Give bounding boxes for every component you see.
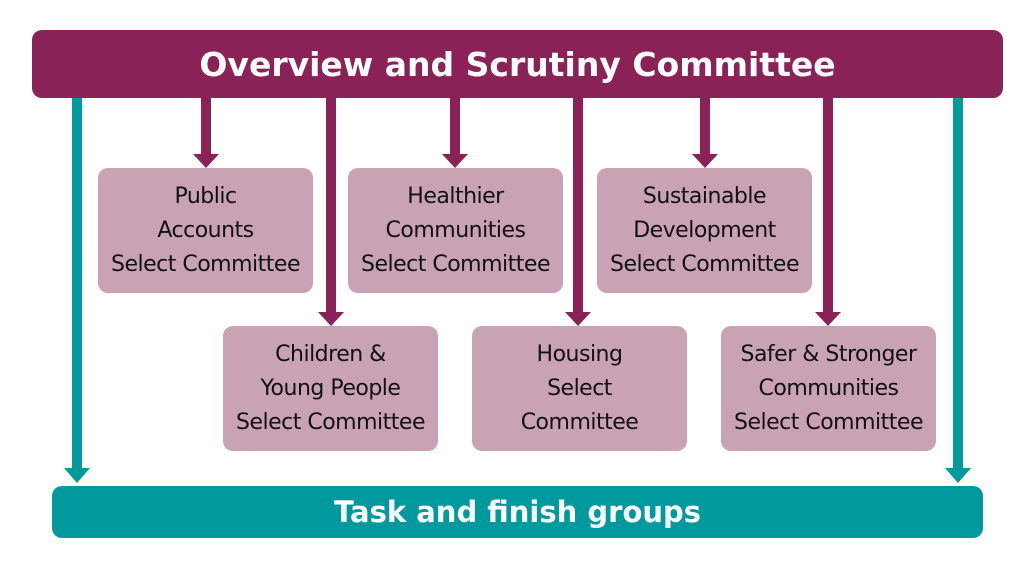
task-and-finish-groups: Task and finish groups [52, 486, 983, 538]
committee-box-sustainable-development: Sustainable Development Select Committee [597, 168, 812, 293]
purple-arrow-shaft [573, 96, 583, 314]
box-line: Select [547, 375, 612, 401]
purple-arrow-head [318, 312, 344, 326]
purple-arrow-shaft [326, 96, 336, 314]
box-line: Select Committee [111, 251, 300, 277]
purple-arrow-head [565, 312, 591, 326]
box-line: Development [633, 217, 776, 243]
box-line: Housing [536, 341, 623, 367]
box-line: Accounts [157, 217, 254, 243]
teal-arrow-right-shaft [953, 96, 963, 472]
box-line: Select Committee [361, 251, 550, 277]
purple-arrow-head [692, 154, 718, 168]
purple-arrow-head [815, 312, 841, 326]
purple-arrow-shaft [700, 96, 710, 156]
purple-arrow-head [442, 154, 468, 168]
teal-arrow-right-head [945, 468, 971, 483]
purple-arrow-head [193, 154, 219, 168]
purple-arrow-shaft [823, 96, 833, 314]
committee-box-safer-stronger-communities: Safer & Stronger Communities Select Comm… [721, 326, 936, 451]
box-line: Public [174, 183, 237, 209]
purple-arrow-shaft [201, 96, 211, 156]
box-line: Select Committee [236, 409, 425, 435]
committee-box-healthier-communities: Healthier Communities Select Committee [348, 168, 563, 293]
overview-scrutiny-committee: Overview and Scrutiny Committee [32, 30, 1003, 98]
box-line: Sustainable [642, 183, 767, 209]
committee-box-public-accounts: Public Accounts Select Committee [98, 168, 313, 293]
box-line: Communities [758, 375, 899, 401]
teal-arrow-left-head [64, 468, 90, 483]
purple-arrow-shaft [450, 96, 460, 156]
box-line: Young People [260, 375, 401, 401]
committee-box-children-young-people: Children & Young People Select Committee [223, 326, 438, 451]
box-line: Committee [520, 409, 639, 435]
box-line: Select Committee [610, 251, 799, 277]
committee-box-housing: Housing Select Committee [472, 326, 687, 451]
box-line: Healthier [407, 183, 504, 209]
box-line: Select Committee [734, 409, 923, 435]
box-line: Children & [275, 341, 386, 367]
box-line: Safer & Stronger [740, 341, 917, 367]
box-line: Communities [385, 217, 526, 243]
teal-arrow-left-shaft [72, 96, 82, 472]
